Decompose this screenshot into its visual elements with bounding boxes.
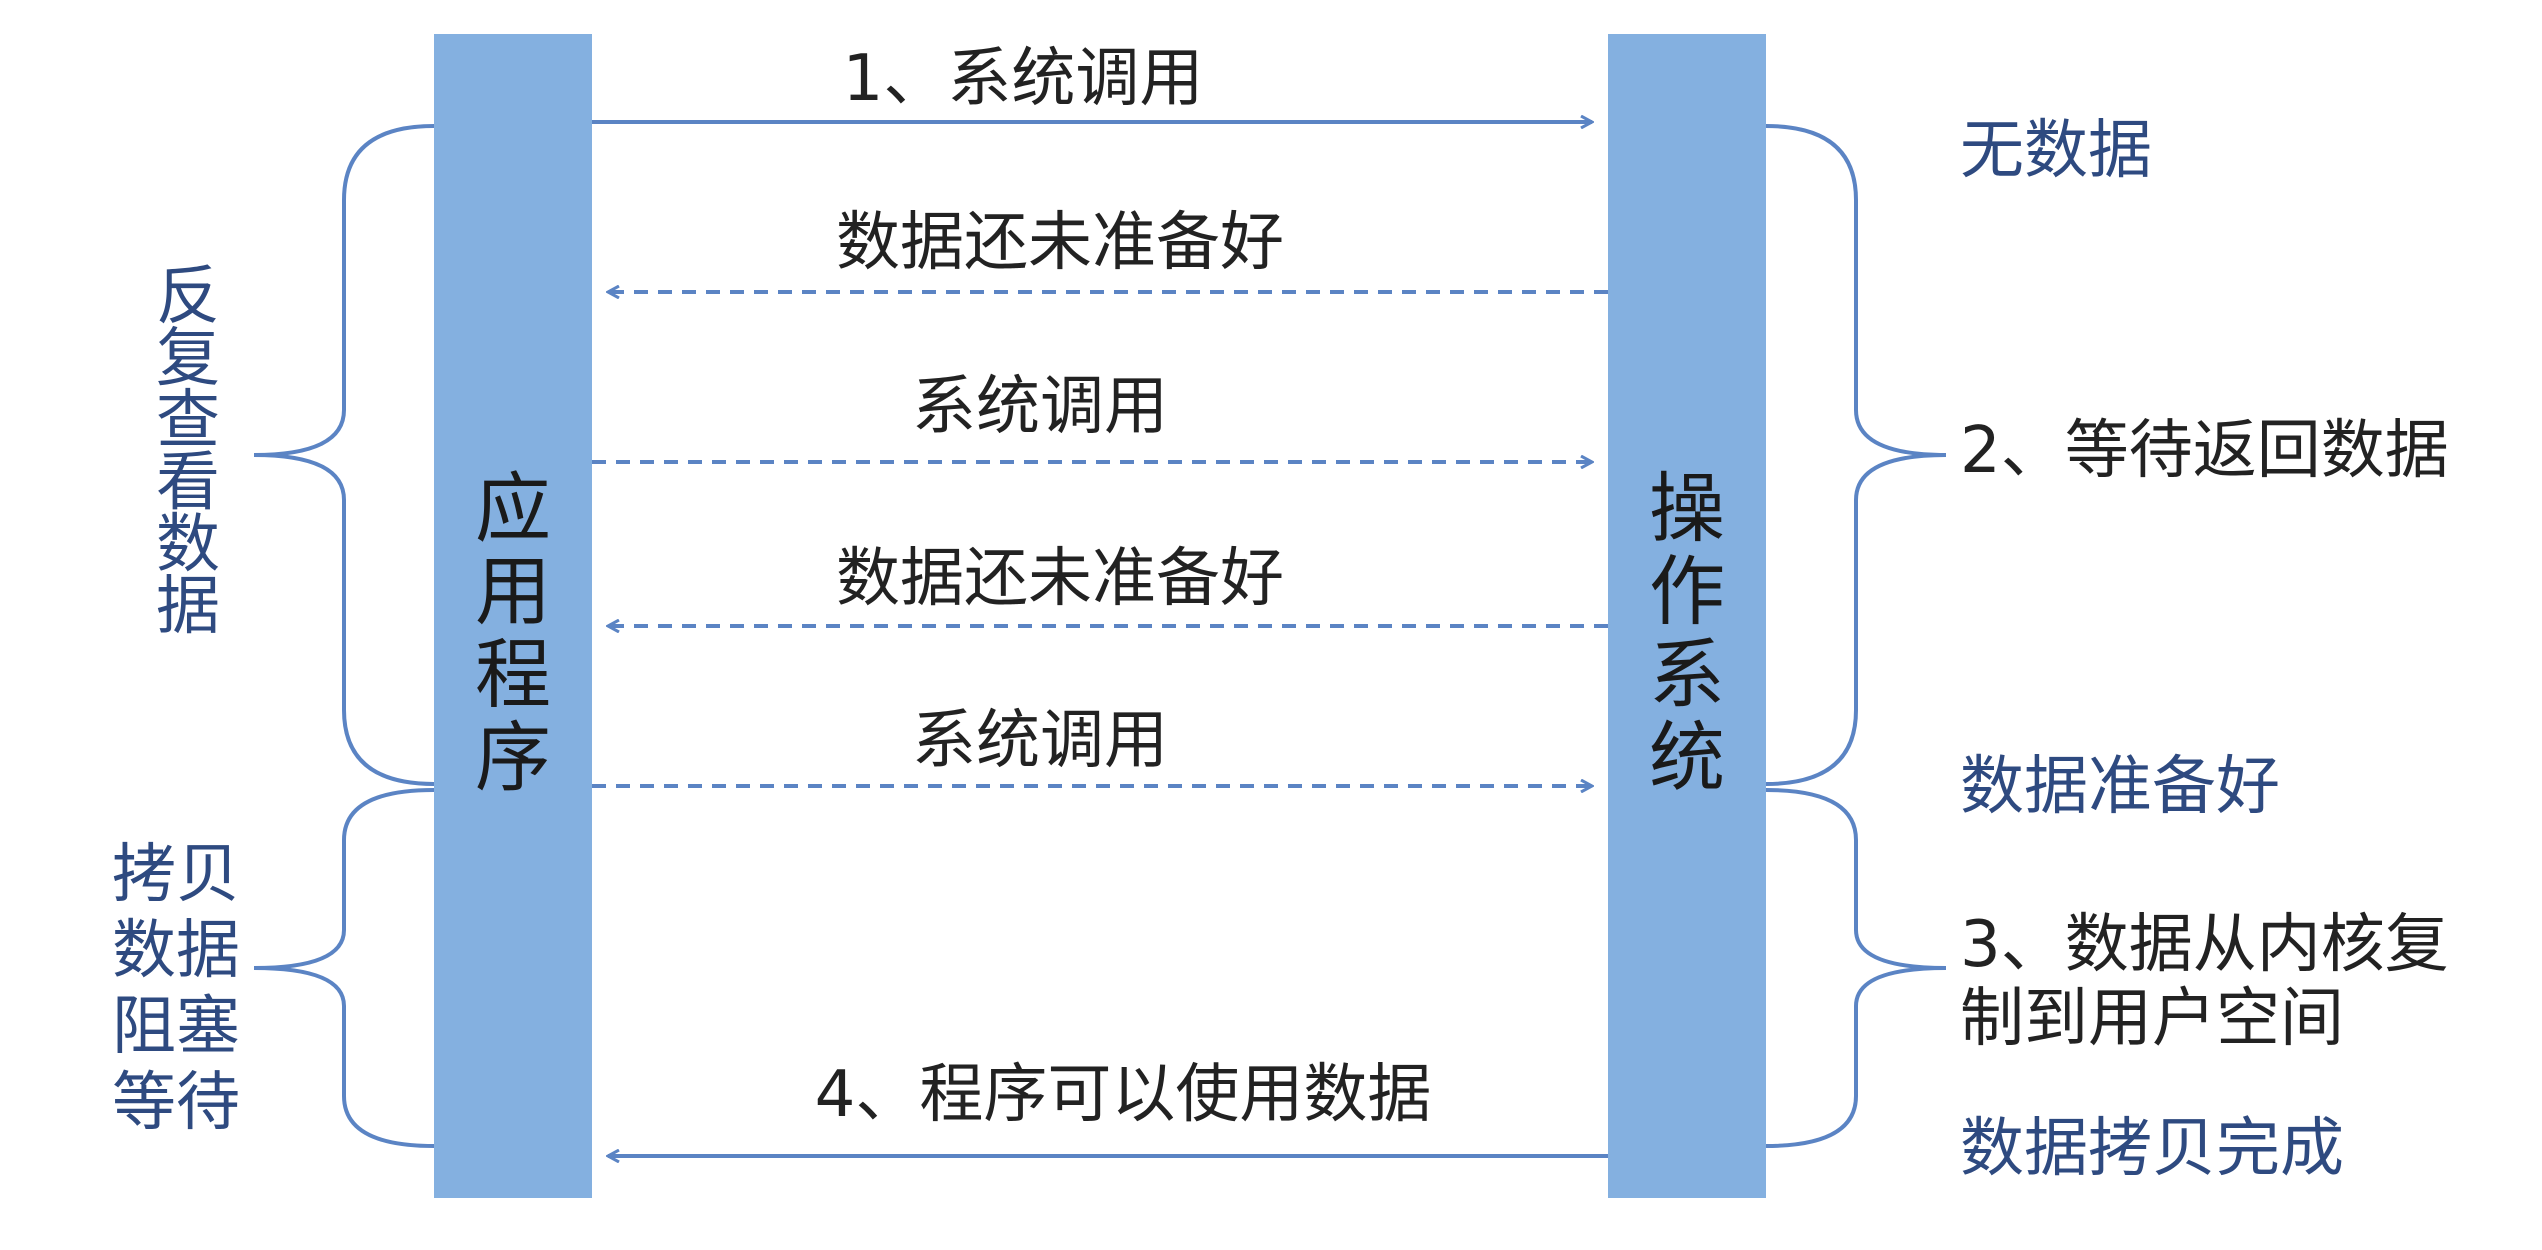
right-label-no-data: 无数据 (1960, 114, 2152, 188)
right-label-data-ready: 数据准备好 (1960, 750, 2280, 824)
message-label-3: 系统调用 (912, 370, 1168, 444)
svg-text:阻塞: 阻塞 (112, 990, 240, 1064)
left-brace-copy-block (253, 788, 435, 1148)
svg-text:数据: 数据 (112, 914, 240, 988)
svg-text:反: 反 (156, 260, 220, 334)
right-brace-copy (1765, 788, 1947, 1148)
right-brace-wait (1765, 124, 1947, 786)
svg-text:复: 复 (156, 322, 220, 396)
left-label-repeat-check: 反 复 查 看 数 据 (156, 260, 220, 644)
svg-text:等待: 等待 (112, 1066, 240, 1140)
svg-text:拷贝: 拷贝 (112, 838, 240, 912)
svg-text:操: 操 (1649, 464, 1725, 553)
left-brace-repeat-check (253, 124, 435, 786)
right-label-copy-done: 数据拷贝完成 (1960, 1112, 2344, 1186)
svg-text:查: 查 (156, 384, 220, 458)
svg-text:序: 序 (475, 713, 551, 802)
right-label-copy-line-2: 制到用户空间 (1960, 982, 2344, 1056)
message-label-4: 数据还未准备好 (836, 542, 1284, 616)
svg-text:数: 数 (156, 508, 220, 582)
svg-text:据: 据 (156, 570, 220, 644)
message-label-5: 系统调用 (912, 704, 1168, 778)
application-column (434, 34, 592, 1198)
svg-text:看: 看 (156, 446, 220, 520)
message-label-1: 1、系统调用 (843, 42, 1204, 116)
left-label-copy-block: 拷贝 数据 阻塞 等待 (112, 838, 240, 1140)
os-column (1608, 34, 1766, 1198)
message-label-6: 4、程序可以使用数据 (815, 1058, 1432, 1132)
os-column-label: 操 作 系 统 (1649, 464, 1725, 802)
svg-text:用: 用 (475, 547, 551, 636)
message-label-2: 数据还未准备好 (836, 206, 1284, 280)
right-label-wait: 2、等待返回数据 (1960, 414, 2449, 488)
application-column-label: 应 用 程 序 (475, 464, 551, 802)
svg-text:系: 系 (1649, 630, 1725, 719)
right-label-copy-line-1: 3、数据从内核复 (1960, 908, 2449, 982)
svg-text:作: 作 (1649, 547, 1725, 636)
svg-text:程: 程 (475, 630, 551, 719)
svg-text:统: 统 (1649, 713, 1725, 802)
svg-text:应: 应 (475, 464, 551, 553)
